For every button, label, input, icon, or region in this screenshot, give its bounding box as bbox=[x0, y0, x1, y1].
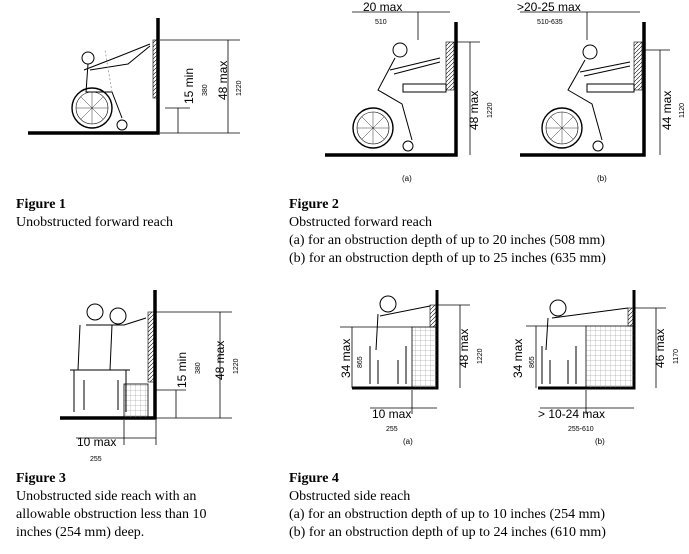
figure-2-caption-line: Obstructed forward reach bbox=[289, 215, 433, 230]
side-obstruction-4a bbox=[411, 326, 438, 389]
figure-2b-diagram: >20-25 max 510-635 44 max 1120 (b) bbox=[517, 0, 686, 183]
counter-obstruction-b bbox=[586, 83, 635, 93]
figure-2-caption-line: (a) for an obstruction depth of up to 20… bbox=[289, 233, 606, 248]
figure-2b-dim-44-max: 44 max bbox=[660, 91, 674, 130]
figure-2a-dim-510: 510 bbox=[375, 19, 387, 26]
figure-4b-dim-46-max: 46 max bbox=[653, 329, 667, 368]
figure-1-dim-15-min: 15 min bbox=[182, 68, 196, 104]
figure-2a-dim-20-max: 20 max bbox=[363, 0, 402, 14]
wall-and-floor-3 bbox=[60, 290, 157, 420]
side-obstruction bbox=[123, 383, 149, 419]
figure-3-dim-1220: 1220 bbox=[233, 358, 240, 374]
wall-and-floor-2a bbox=[325, 22, 458, 157]
figure-4-caption-line: Obstructed side reach bbox=[289, 489, 411, 504]
wall-and-floor-2b bbox=[520, 22, 646, 157]
figure-4-caption-line: (a) for an obstruction depth of up to 10… bbox=[289, 507, 606, 522]
figure-4a-dim-34-max: 34 max bbox=[339, 339, 353, 378]
figure-4b-dim-255-610: 255-610 bbox=[568, 426, 594, 433]
figure-2b-dim-510-635: 510-635 bbox=[537, 19, 563, 26]
figure-4b-dim-1170: 1170 bbox=[673, 349, 680, 364]
figure-1-dim-1220: 1220 bbox=[236, 80, 243, 96]
figure-1-diagram: 15 min 380 48 max 1220 bbox=[28, 18, 243, 135]
figure-3-caption-line: allowable obstruction less than 10 bbox=[16, 507, 207, 522]
figure-2-caption-line: (b) for an obstruction depth of up to 25… bbox=[289, 251, 606, 266]
figure-4b-diagram: 34 max 865 46 max 1170 > 10-24 max 255-6… bbox=[511, 290, 680, 446]
figure-2-caption: Figure 2 Obstructed forward reach (a) fo… bbox=[289, 196, 606, 268]
figure-4-caption: Figure 4 Obstructed side reach (a) for a… bbox=[289, 470, 606, 542]
figure-1-dim-48-max: 48 max bbox=[216, 61, 230, 100]
figure-4a-diagram: 34 max 865 48 max 1220 10 max 255 (a) bbox=[339, 290, 484, 446]
figure-4b-dim-34-max: 34 max bbox=[511, 339, 525, 378]
figure-4a-dim-10-max: 10 max bbox=[372, 407, 411, 421]
figure-3-title: Figure 3 bbox=[16, 471, 66, 486]
counter-obstruction bbox=[402, 83, 447, 93]
wheelchair-user bbox=[71, 43, 151, 131]
figure-2a-dim-48-max: 48 max bbox=[467, 91, 481, 130]
figure-3-dim-380: 380 bbox=[195, 362, 202, 374]
figure-4b-label: (b) bbox=[595, 437, 605, 446]
figure-3-caption-line: inches (254 mm) deep. bbox=[16, 525, 145, 540]
figure-1-title: Figure 1 bbox=[16, 197, 66, 212]
figure-3-dim-255: 255 bbox=[90, 456, 102, 463]
figure-2b-label: (b) bbox=[597, 174, 607, 183]
figure-3-dim-48-max: 48 max bbox=[213, 341, 227, 380]
figure-4-caption-line: (b) for an obstruction depth of up to 24… bbox=[289, 525, 606, 540]
figure-4b-dim-10-24-max: > 10-24 max bbox=[538, 407, 605, 421]
wall-surface bbox=[152, 39, 159, 99]
figure-1-dim-380: 380 bbox=[202, 84, 209, 96]
figure-3-dim-15-min: 15 min bbox=[175, 352, 189, 388]
figure-4a-label: (a) bbox=[403, 437, 413, 446]
figure-2b-dim-1120: 1120 bbox=[679, 103, 686, 118]
figure-1-caption: Figure 1 Unobstructed forward reach bbox=[16, 196, 173, 232]
figure-4a-dim-255: 255 bbox=[386, 426, 398, 433]
wall-and-floor bbox=[28, 18, 160, 135]
figure-2b-dim-20-25-max: >20-25 max bbox=[517, 0, 581, 14]
figure-3-caption: Figure 3 Unobstructed side reach with an… bbox=[16, 470, 207, 542]
figure-3-diagram: 10 max 255 15 min 380 48 max 1220 bbox=[60, 290, 240, 463]
figure-1-caption-line: Unobstructed forward reach bbox=[16, 215, 174, 230]
figure-4a-dim-865: 865 bbox=[357, 356, 364, 368]
side-obstruction-4b bbox=[585, 325, 635, 389]
figure-3-caption-line: Unobstructed side reach with an bbox=[16, 489, 197, 504]
figure-2a-dim-1220: 1220 bbox=[487, 102, 494, 118]
figure-2a-diagram: 20 max 510 48 max 1220 (a) bbox=[325, 0, 494, 183]
figure-4b-dim-865: 865 bbox=[529, 356, 536, 368]
figure-2a-label: (a) bbox=[402, 174, 412, 183]
figure-2-title: Figure 2 bbox=[289, 197, 339, 212]
figure-4-title: Figure 4 bbox=[289, 471, 339, 486]
figure-4a-dim-1220: 1220 bbox=[477, 348, 484, 364]
figure-3-dim-10-max: 10 max bbox=[77, 435, 116, 449]
figure-4a-dim-48-max: 48 max bbox=[457, 329, 471, 368]
